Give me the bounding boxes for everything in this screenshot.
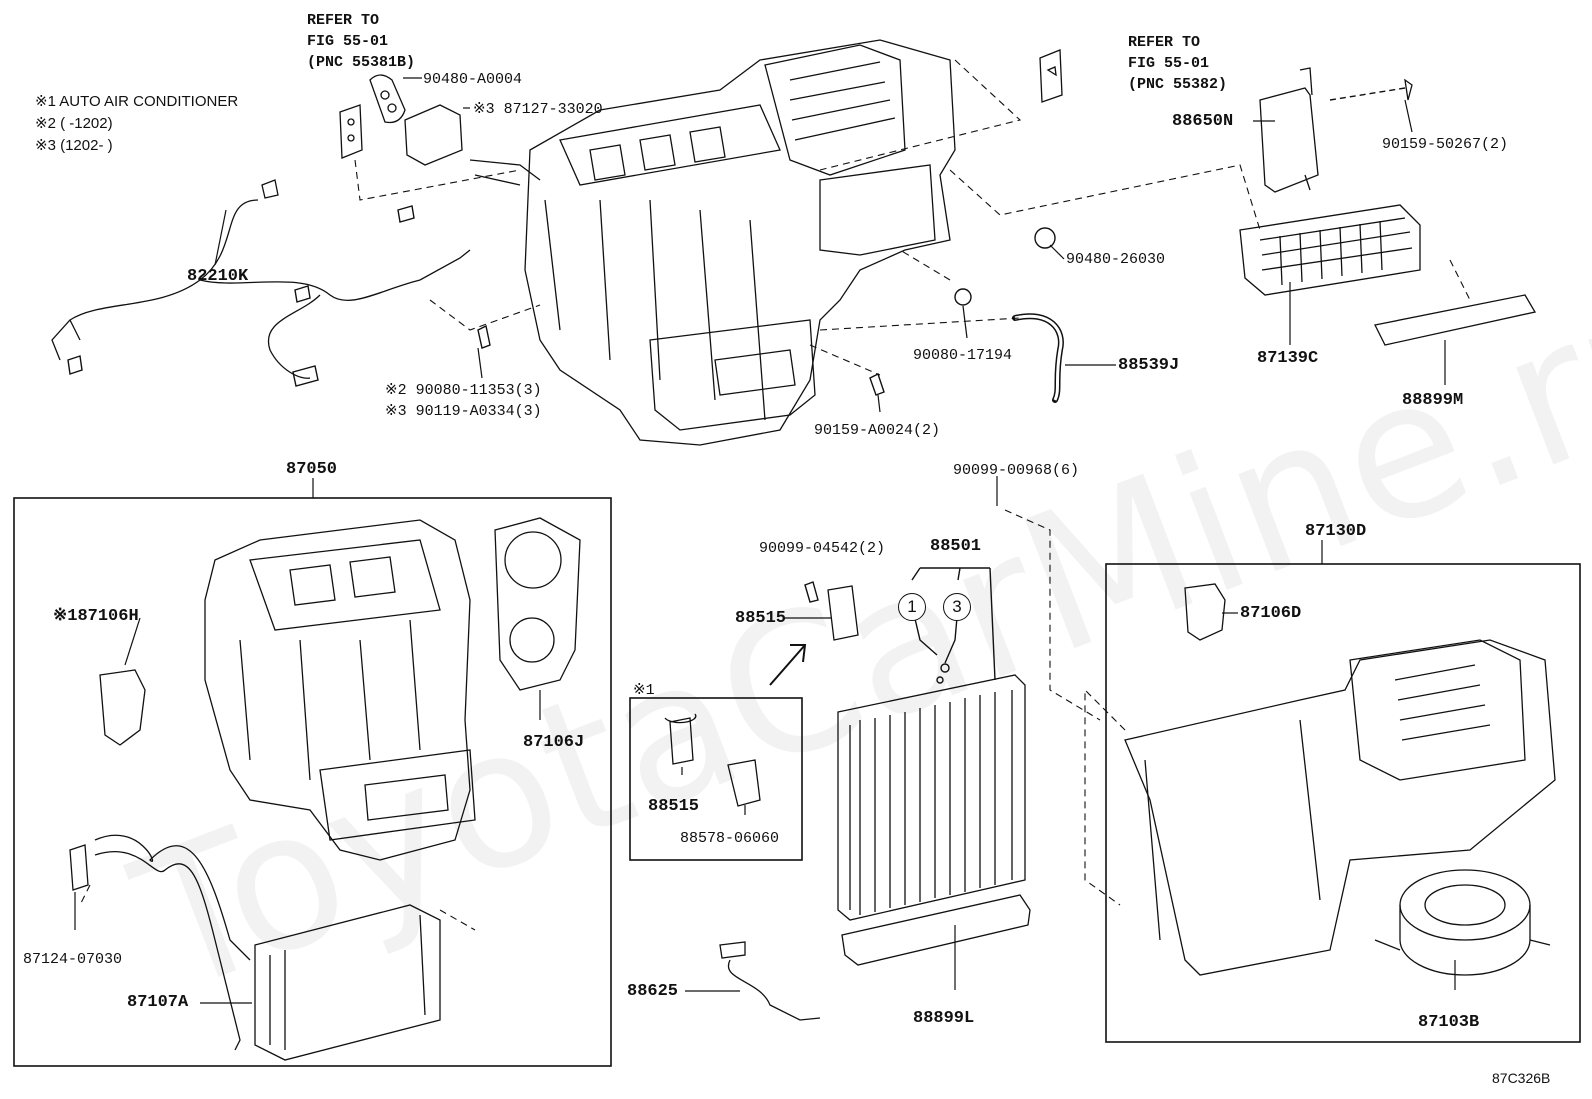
part-label-82210K[interactable]: 82210K: [187, 267, 249, 286]
note-model-before-1202: ※2 ( -1202): [35, 115, 113, 132]
part-label-87106H[interactable]: ※187106H: [53, 607, 139, 626]
part-label-88578-06060[interactable]: 88578-06060: [680, 830, 780, 847]
sensor-88625: [719, 941, 821, 1021]
valve-88515-auto: [664, 713, 697, 765]
connector-right: [1039, 49, 1063, 103]
hvac-unit-top: [469, 39, 956, 446]
note-model-after-1202: ※3 (1202- ): [35, 137, 113, 154]
part-label-88539J[interactable]: 88539J: [1118, 356, 1180, 375]
part-label-87050[interactable]: 87050: [286, 460, 338, 479]
part-label-87106D[interactable]: 87106D: [1240, 604, 1302, 623]
harness-82210K: [51, 179, 471, 379]
part-label-87130D[interactable]: 87130D: [1305, 522, 1367, 541]
part-label-87103B[interactable]: 87103B: [1418, 1013, 1480, 1032]
frame-87130D: [1105, 563, 1581, 1043]
blower-87103B: [1374, 869, 1551, 976]
grommet-90480-26030: [1034, 227, 1056, 249]
heater-core-87107A: [69, 834, 441, 1061]
module-88650N: [1259, 67, 1319, 193]
filter-87139C: [1239, 204, 1421, 296]
part-label-87106J[interactable]: 87106J: [523, 733, 585, 752]
bolt-90099-04542: [804, 581, 819, 603]
part-label-88625[interactable]: 88625: [627, 982, 679, 1001]
part-label-88515-upper[interactable]: 88515: [735, 609, 787, 628]
arrow-up-right: [769, 644, 807, 686]
unit-87130D: [1124, 639, 1556, 976]
cover-88899L: [841, 894, 1031, 966]
part-label-90080-11353[interactable]: ※2 90080-11353(3): [385, 382, 542, 399]
actuator-87106D: [1184, 583, 1226, 641]
callout-circle-3: 3: [943, 593, 971, 621]
figure-id: 87C326B: [1492, 1070, 1551, 1086]
actuator-87106H: [99, 669, 146, 746]
part-label-90119-A0334[interactable]: ※3 90119-A0334(3): [385, 403, 542, 420]
connector-left: [339, 74, 406, 159]
part-label-90099-04542[interactable]: 90099-04542(2): [759, 540, 886, 557]
unit-87050: [204, 519, 476, 861]
frame-87050: [13, 497, 612, 1067]
cover-88899M: [1374, 294, 1537, 346]
part-label-90099-00968[interactable]: 90099-00968(6): [953, 462, 1080, 479]
refer-to-fig-55-01-left[interactable]: REFER TO FIG 55-01 (PNC 55381B): [307, 12, 416, 71]
part-label-90480-26030[interactable]: 90480-26030: [1066, 251, 1166, 268]
note-auto-air-conditioner: ※1 AUTO AIR CONDITIONER: [35, 93, 239, 110]
refer-to-fig-55-01-right[interactable]: REFER TO FIG 55-01 (PNC 55382): [1128, 34, 1228, 93]
part-label-88899L[interactable]: 88899L: [913, 1009, 975, 1028]
servo-87127: [404, 104, 463, 166]
part-label-87124-07030[interactable]: 87124-07030: [23, 951, 123, 968]
part-label-88501[interactable]: 88501: [930, 537, 982, 556]
part-label-90159-50267[interactable]: 90159-50267(2): [1382, 136, 1509, 153]
frame-auto-ac: [629, 697, 803, 861]
callout-circle-1: 1: [898, 593, 926, 621]
part-label-88650N[interactable]: 88650N: [1172, 112, 1234, 131]
bracket-88578: [727, 759, 761, 807]
part-label-87107A[interactable]: 87107A: [127, 993, 189, 1012]
part-label-88515-auto[interactable]: 88515: [648, 797, 700, 816]
part-label-90080-17194[interactable]: 90080-17194: [913, 347, 1013, 364]
part-label-90480-A0004[interactable]: 90480-A0004: [423, 71, 523, 88]
part-label-87139C[interactable]: 87139C: [1257, 349, 1319, 368]
part-label-87127-33020[interactable]: ※3 87127-33020: [473, 101, 603, 118]
actuator-87106J: [494, 517, 581, 691]
valve-88515: [827, 585, 859, 641]
evaporator-88501: [837, 674, 1026, 921]
part-label-88899M[interactable]: 88899M: [1402, 391, 1464, 410]
auto-ac-box-marker: ※1: [633, 682, 655, 699]
part-label-90159-A0024[interactable]: 90159-A0024(2): [814, 422, 941, 439]
